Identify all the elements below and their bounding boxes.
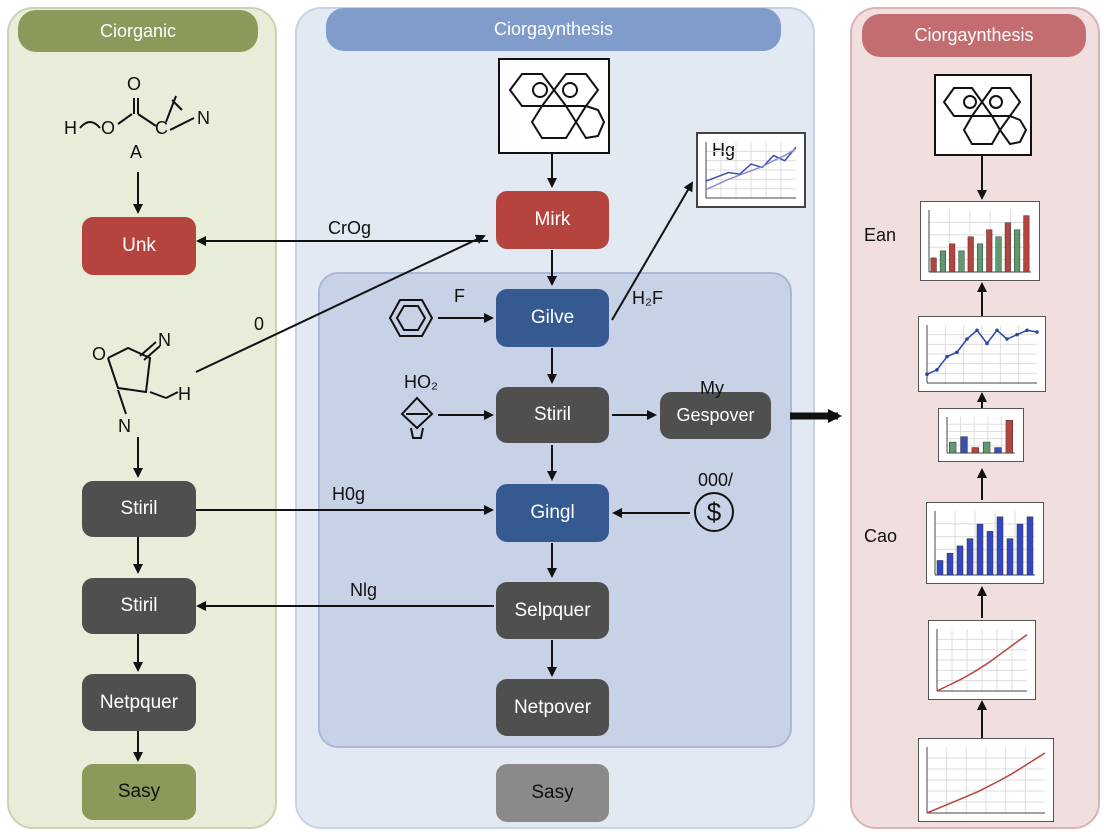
- crog-label: CrOg: [328, 218, 372, 238]
- bar: [976, 523, 984, 576]
- bar: [995, 236, 1002, 273]
- data-point: [1015, 332, 1019, 337]
- my-label: My: [700, 378, 724, 398]
- bar: [1014, 229, 1021, 273]
- series-line: [705, 148, 797, 191]
- cao-bar-chart-frame: [926, 502, 1044, 584]
- ean-bar-chart-frame: [920, 201, 1040, 281]
- nlg-label: Nlg: [350, 580, 378, 600]
- dollar-note-label: 000/: [698, 470, 734, 490]
- selpquer-node: Selpquer: [496, 582, 609, 639]
- bar: [949, 243, 956, 273]
- small-bar-chart: [946, 417, 1015, 454]
- gespover-node: Gespover: [660, 392, 771, 439]
- data-point: [945, 354, 949, 359]
- stiril-left-node-1: Stiril: [82, 481, 196, 537]
- f-label: F: [454, 286, 465, 306]
- hg-chart-frame: Hg: [696, 132, 806, 208]
- h2f-label: H₂F: [632, 288, 663, 308]
- series-line: [705, 146, 797, 182]
- bar: [1006, 538, 1014, 576]
- molecule-grid-icon-right: [934, 74, 1032, 156]
- middle-header: Ciorgaynthesis: [326, 8, 781, 51]
- netpover-node: Netpover: [496, 679, 609, 736]
- data-point: [925, 372, 929, 377]
- bar: [958, 250, 965, 273]
- bar: [930, 257, 937, 273]
- bar: [939, 250, 946, 273]
- line-chart-frame-3: [918, 738, 1054, 822]
- stiril-left-node-2: Stiril: [82, 578, 196, 634]
- bar: [994, 447, 1002, 454]
- netpquer-node: Netpquer: [82, 674, 196, 731]
- o-label: 0: [254, 314, 265, 334]
- bar: [986, 531, 994, 576]
- data-point: [995, 328, 999, 333]
- bar: [1023, 215, 1030, 273]
- bar: [960, 436, 968, 454]
- data-point: [1025, 328, 1029, 333]
- hg-label: Hg: [712, 140, 736, 160]
- ean-bar-chart: [928, 210, 1031, 273]
- data-point: [955, 350, 959, 355]
- bar: [983, 441, 991, 454]
- data-point: [965, 337, 969, 341]
- hog-label: H0g: [332, 484, 366, 504]
- bar: [971, 447, 979, 454]
- bar: [966, 538, 974, 576]
- line-chart-1: [925, 325, 1039, 384]
- unk-node: Unk: [82, 217, 196, 275]
- series-line: [936, 634, 1028, 692]
- bar: [996, 516, 1004, 576]
- cao-bar-chart: [934, 511, 1035, 576]
- data-point: [935, 368, 939, 372]
- stiril-mid-node: Stiril: [496, 387, 609, 443]
- bar-chart-frame-small: [938, 408, 1024, 462]
- data-point: [985, 341, 989, 346]
- data-point: [1005, 337, 1009, 341]
- sasy-mid-node: Sasy: [496, 764, 609, 822]
- series-line: [926, 752, 1046, 814]
- gilve-node: Gilve: [496, 289, 609, 347]
- line-chart-frame-2: [928, 620, 1036, 700]
- bar: [956, 545, 964, 576]
- bar: [976, 243, 984, 273]
- ean-label: Ean: [864, 225, 897, 245]
- hg-line-chart: [705, 142, 797, 199]
- bar: [1004, 222, 1011, 273]
- bar: [1016, 523, 1024, 576]
- sasy-left-node: Sasy: [82, 764, 196, 820]
- cao-label: Cao: [864, 526, 898, 546]
- line-chart-2: [936, 629, 1028, 692]
- molecule-grid-icon: [498, 58, 610, 154]
- data-point: [975, 328, 979, 333]
- left-header: Ciorganic: [18, 10, 258, 52]
- line-chart-frame-1: [918, 316, 1046, 392]
- line-chart-3: [926, 747, 1046, 814]
- bar: [1026, 516, 1034, 576]
- ho2-label: HO₂: [404, 372, 438, 392]
- bar: [936, 560, 944, 576]
- bar: [986, 229, 993, 273]
- bar: [949, 441, 957, 454]
- right-header: Ciorgaynthesis: [862, 14, 1086, 57]
- dollar-coin-icon: $: [694, 492, 734, 532]
- series-line: [926, 329, 1038, 375]
- bar: [1005, 420, 1013, 454]
- gingl-node: Gingl: [496, 484, 609, 542]
- data-point: [1035, 330, 1039, 334]
- bar: [967, 236, 974, 273]
- bar: [946, 552, 954, 576]
- mirk-node: Mirk: [496, 191, 609, 249]
